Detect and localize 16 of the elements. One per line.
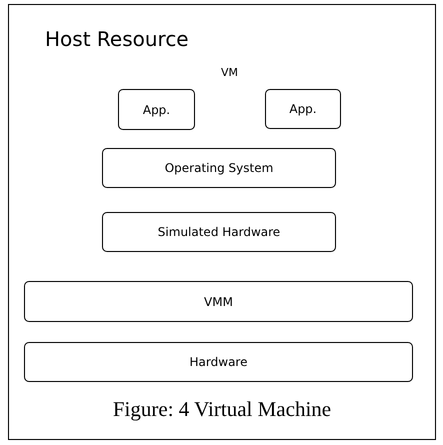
box-label: App. (289, 102, 317, 116)
component-box (24, 342, 413, 382)
component-box (102, 148, 336, 188)
box-label: VMM (204, 294, 233, 308)
host-resource-box (8, 4, 436, 440)
component-box (102, 212, 336, 252)
figure-caption: Figure: 4 Virtual Machine (112, 397, 332, 422)
component-box (118, 89, 195, 130)
box-label: Simulated Hardware (158, 225, 280, 239)
box-label: App. (142, 102, 170, 116)
component-box (265, 89, 341, 129)
box-label: Operating System (164, 161, 274, 175)
component-box (24, 281, 413, 322)
group-label: VM (221, 66, 238, 79)
box-label: Hardware (190, 355, 248, 369)
box-heading: Host Resource (45, 27, 189, 51)
